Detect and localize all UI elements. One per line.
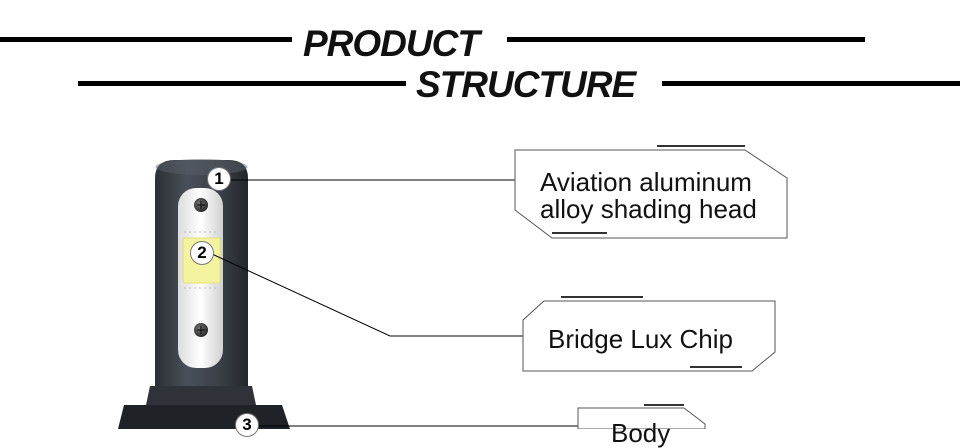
title-rule-top-right: [507, 37, 865, 42]
callout-3-line-1: Body: [611, 418, 671, 448]
callout-box-1: [514, 145, 788, 239]
callout-box-2: [522, 296, 776, 372]
title-rule-bottom-left: [78, 81, 406, 86]
product-structure-diagram: [118, 145, 788, 429]
title-rule-top-left: [0, 37, 292, 42]
callout-1-line-2: alloy shading head: [540, 194, 757, 224]
title-product: PRODUCT: [303, 23, 480, 64]
bulb-base: [118, 386, 290, 429]
marker-3: 3: [236, 414, 258, 436]
title-rule-bottom-right: [662, 81, 960, 86]
callout-box-3: [577, 404, 706, 429]
screw-bottom: [194, 323, 208, 337]
marker-1: 1: [208, 168, 230, 190]
leader-lines: [211, 179, 578, 427]
title-structure: STRUCTURE: [416, 64, 636, 105]
callout-2-line-1: Bridge Lux Chip: [548, 324, 733, 354]
marker-2: 2: [191, 242, 213, 264]
screw-top: [194, 198, 208, 212]
callout-1-line-1: Aviation aluminum: [540, 167, 752, 197]
